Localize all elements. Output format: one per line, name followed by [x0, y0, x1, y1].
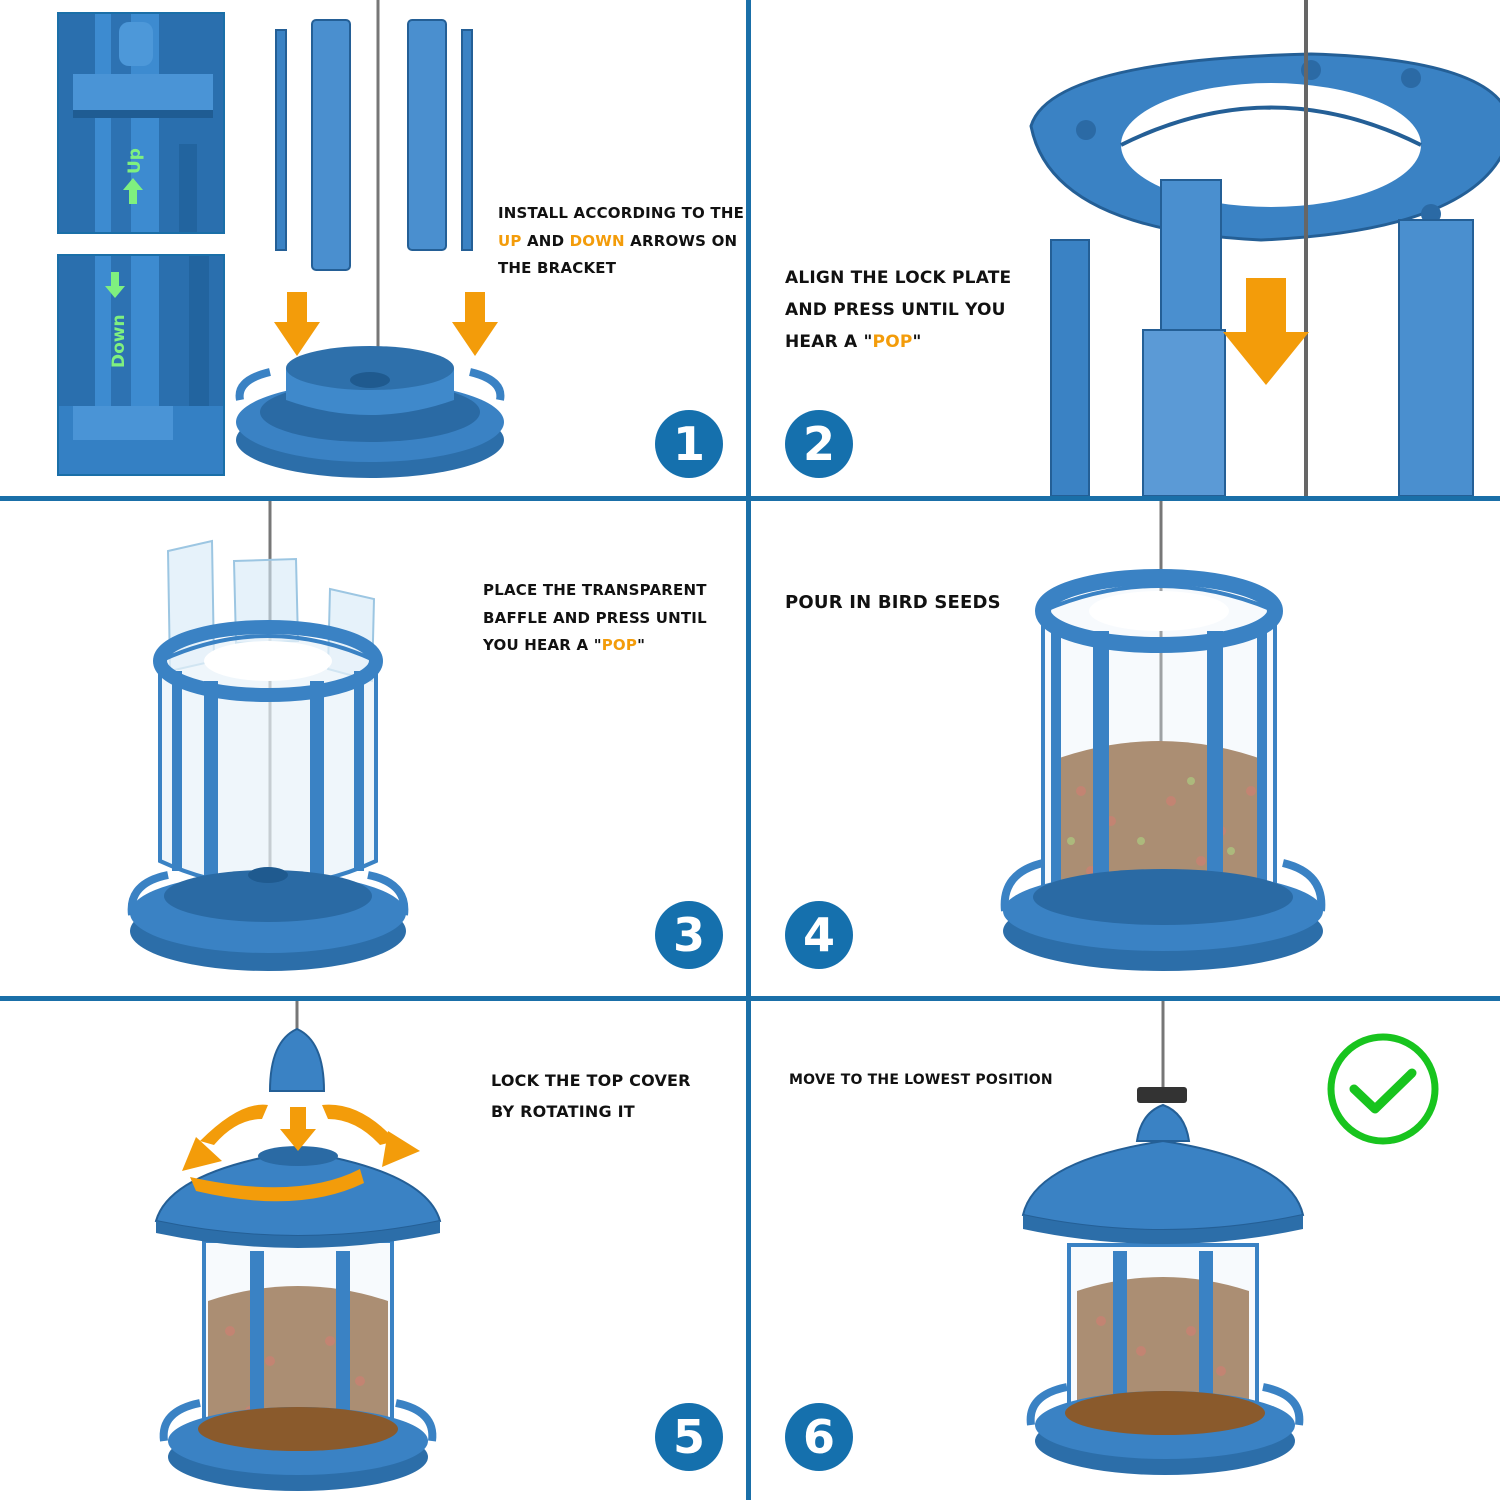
step-1-panel: Up Down [0, 0, 746, 496]
instruction-text: AND PRESS UNTIL YOU [785, 300, 1006, 320]
instruction-line: AND PRESS UNTIL YOU [785, 294, 1011, 326]
horizontal-divider-top [0, 496, 1500, 501]
instruction-text: " [912, 332, 922, 352]
horizontal-divider-bottom [0, 996, 1500, 1001]
step-6-panel: MOVE TO THE LOWEST POSITION 6 [751, 1001, 1500, 1500]
down-arrow-icon [1223, 278, 1309, 385]
instruction-text: HEAR A " [785, 332, 873, 352]
step-4-panel: POUR IN BIRD SEEDS 4 [751, 501, 1500, 996]
step-2-panel: ALIGN THE LOCK PLATE AND PRESS UNTIL YOU H… [751, 0, 1500, 496]
top-cover-rotation-illustration [154, 1001, 442, 1491]
instruction-line: YOU HEAR A "POP" [483, 632, 707, 660]
highlighted-word: DOWN [569, 231, 625, 250]
instruction-line: POUR IN BIRD SEEDS [785, 589, 1001, 617]
step-2-badge: 2 [785, 410, 853, 478]
instruction-text: AND [521, 231, 570, 250]
instruction-line: LOCK THE TOP COVER [491, 1065, 691, 1096]
instruction-line: MOVE TO THE LOWEST POSITION [789, 1067, 1053, 1093]
step-4-instructions: POUR IN BIRD SEEDS [785, 589, 1001, 617]
highlighted-word: POP [601, 636, 638, 654]
lock-plate-illustration [1029, 0, 1500, 496]
instruction-text: ALIGN THE LOCK PLATE [785, 268, 1012, 288]
instruction-text: MOVE TO THE LOWEST POSITION [789, 1072, 1053, 1088]
highlighted-word: POP [872, 332, 913, 352]
instruction-line: UP AND DOWN ARROWS ON [498, 228, 744, 256]
instruction-line: BY ROTATING IT [491, 1096, 691, 1127]
down-arrow-icon [274, 292, 498, 356]
check-circle-icon [1327, 1033, 1439, 1145]
instruction-line: PLACE THE TRANSPARENT [483, 577, 707, 605]
instruction-line: INSTALL ACCORDING TO THE [498, 200, 744, 228]
instruction-line: BAFFLE AND PRESS UNTIL [483, 605, 707, 633]
instruction-text: BY ROTATING IT [491, 1102, 635, 1121]
step-2-instructions: ALIGN THE LOCK PLATE AND PRESS UNTIL YOU H… [785, 262, 1011, 358]
step-5-instructions: LOCK THE TOP COVER BY ROTATING IT [491, 1065, 691, 1127]
step-3-instructions: PLACE THE TRANSPARENT BAFFLE AND PRESS UN… [483, 577, 707, 660]
step-4-badge: 4 [785, 901, 853, 969]
instruction-line: HEAR A "POP" [785, 326, 1011, 358]
instruction-text: BAFFLE AND PRESS UNTIL [483, 608, 707, 627]
step-6-badge: 6 [785, 1403, 853, 1471]
instruction-text: ARROWS ON [624, 231, 738, 250]
instruction-text: THE BRACKET [498, 259, 617, 277]
vertical-divider [746, 0, 751, 1500]
down-arrow-inset: Down [57, 254, 225, 476]
step-1-instructions: INSTALL ACCORDING TO THE UP AND DOWN ARRO… [498, 200, 744, 283]
instruction-text: INSTALL ACCORDING TO THE [498, 204, 745, 222]
instruction-text: LOCK THE TOP COVER [491, 1071, 691, 1090]
instruction-text: POUR IN BIRD SEEDS [785, 592, 1001, 613]
baffle-assembly-illustration [127, 501, 409, 971]
step-3-badge: 3 [655, 901, 723, 969]
bracket-down-closeup [59, 256, 223, 474]
step-5-badge: 5 [655, 1403, 723, 1471]
feeder-base-with-brackets [235, 0, 505, 478]
instruction-line: THE BRACKET [498, 255, 744, 283]
bracket-up-closeup [59, 14, 223, 232]
down-arrow-icon [280, 1107, 316, 1151]
instruction-text: " [637, 636, 646, 654]
highlighted-word: UP [498, 231, 522, 250]
step-6-instructions: MOVE TO THE LOWEST POSITION [789, 1067, 1053, 1093]
finished-feeder-illustration [1021, 1001, 1439, 1475]
rotate-arrows-icon [182, 1104, 420, 1202]
step-5-panel: LOCK THE TOP COVER BY ROTATING IT 5 [0, 1001, 746, 1500]
seed-filled-feeder-illustration [1000, 501, 1326, 971]
instruction-line: ALIGN THE LOCK PLATE [785, 262, 1011, 294]
up-arrow-inset: Up [57, 12, 225, 234]
step-3-panel: PLACE THE TRANSPARENT BAFFLE AND PRESS UN… [0, 501, 746, 996]
instruction-text: PLACE THE TRANSPARENT [483, 581, 707, 599]
instruction-text: YOU HEAR A " [483, 636, 602, 654]
step-1-badge: 1 [655, 410, 723, 478]
